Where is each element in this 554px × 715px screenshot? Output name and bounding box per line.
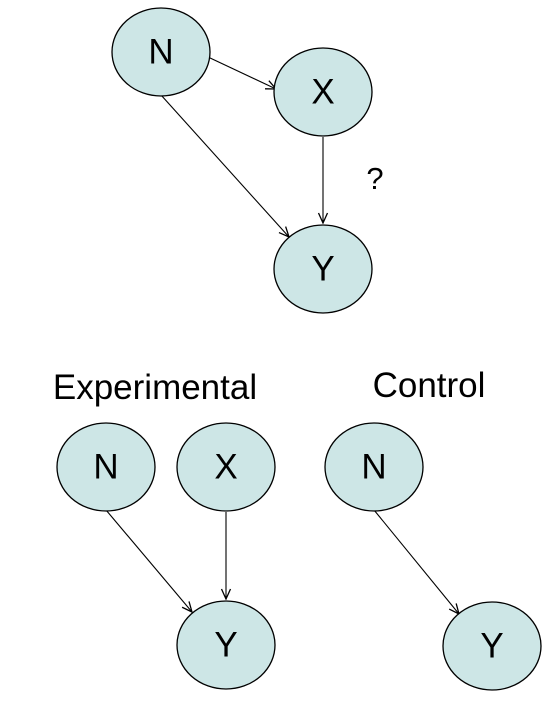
- exp-node-y-label: Y: [214, 626, 237, 665]
- top-diagram: N X Y ?: [111, 7, 384, 314]
- exp-node-x: X: [176, 422, 276, 512]
- edge-n-to-x: [207, 56, 276, 89]
- experimental-diagram: Experimental N X Y: [53, 368, 276, 690]
- exp-node-y: Y: [176, 600, 276, 690]
- edge-n-to-y: [160, 94, 289, 237]
- control-title: Control: [373, 366, 486, 405]
- edge-exp-n-to-y: [105, 509, 192, 612]
- node-x: X: [273, 47, 373, 137]
- ctrl-node-y-label: Y: [480, 627, 503, 666]
- ctrl-node-n: N: [324, 422, 424, 512]
- node-x-label: X: [311, 73, 334, 112]
- experimental-title: Experimental: [53, 368, 257, 407]
- exp-node-n-label: N: [93, 448, 118, 487]
- node-y: Y: [273, 224, 373, 314]
- unknown-edge-mark: ?: [366, 161, 383, 196]
- control-diagram: Control N Y: [324, 366, 542, 691]
- node-y-label: Y: [311, 250, 334, 289]
- node-n: N: [111, 7, 211, 97]
- ctrl-node-n-label: N: [361, 448, 386, 487]
- exp-node-x-label: X: [214, 448, 237, 487]
- ctrl-node-y: Y: [442, 601, 542, 691]
- node-n-label: N: [148, 33, 173, 72]
- exp-node-n: N: [56, 422, 156, 512]
- edge-ctrl-n-to-y: [373, 509, 459, 614]
